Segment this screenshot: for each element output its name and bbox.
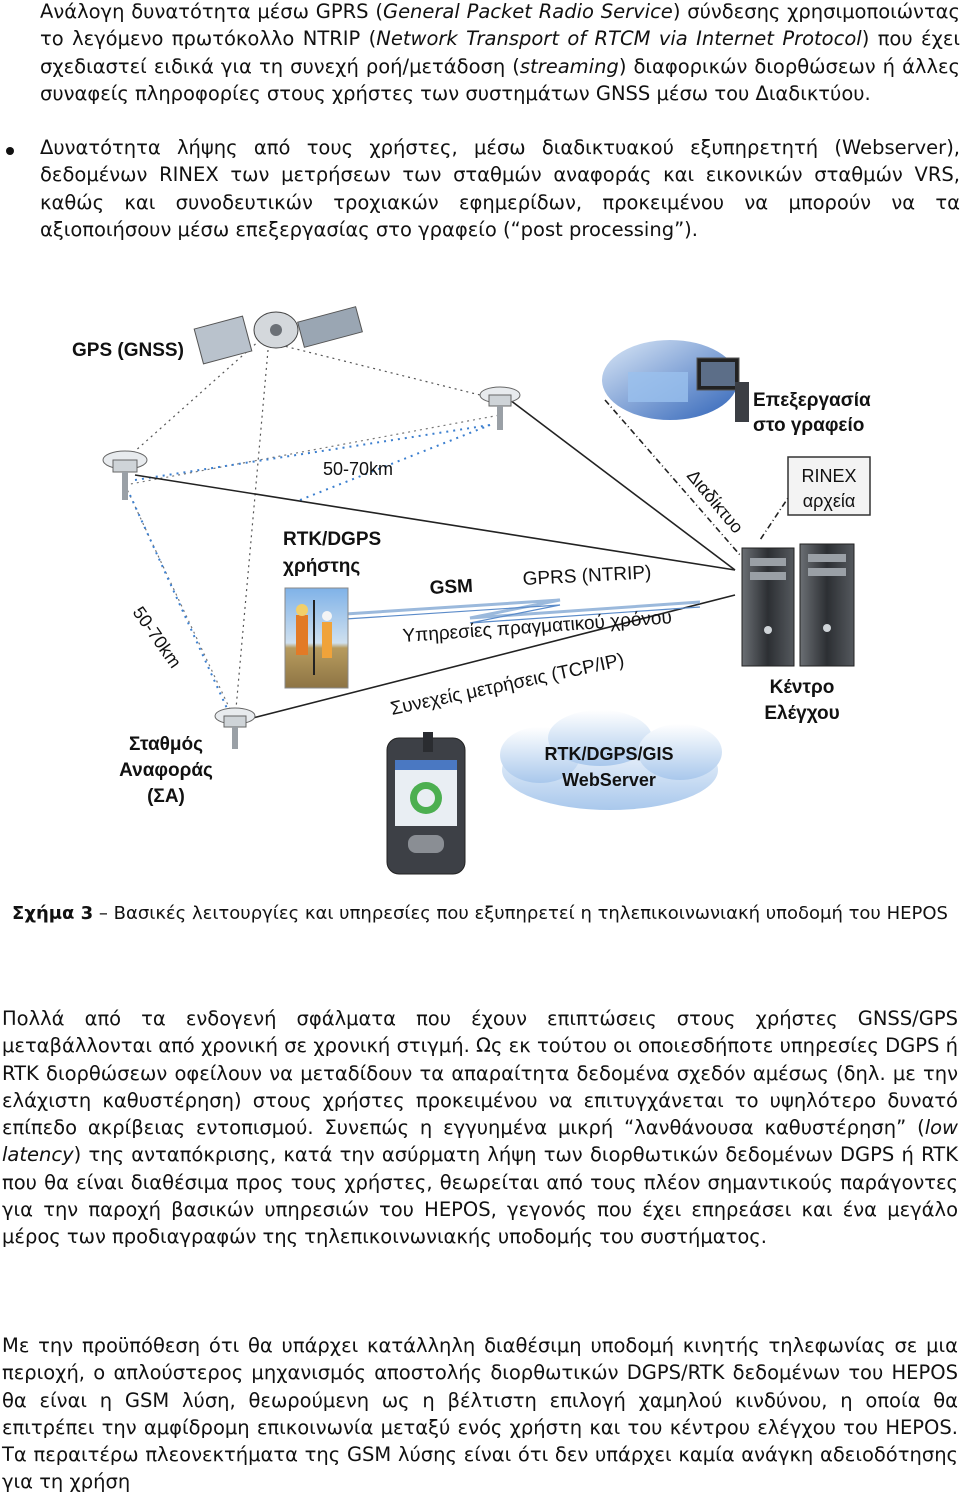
rtk-user-label-2: χρήστης <box>283 556 360 577</box>
wireless-link-inner <box>329 604 701 624</box>
distance-line-left <box>129 494 231 716</box>
paragraph-gsm: Με την προϋπόθεση ότι θα υπάρχει κατάλλη… <box>2 1334 958 1494</box>
pda-icon <box>386 732 466 875</box>
gprs-label: GPRS (NTRIP) <box>522 562 652 590</box>
rinex-label-2: αρχεία <box>803 491 856 511</box>
caption-text: – Βασικές λειτουργίες και υπηρεσίες που … <box>93 903 948 924</box>
gsm-label: GSM <box>429 576 473 599</box>
control-label-1: Κέντρο <box>770 677 835 698</box>
paragraph-latency: Πολλά από τα ενδογενή σφάλματα που έχουν… <box>2 1007 958 1249</box>
hepos-diagram: GPS (GNSS) 50-70km 50-70km RTK/DGPS χρήσ… <box>0 300 960 880</box>
server-icon <box>741 547 795 667</box>
office-label-2: στο γραφείο <box>753 415 864 436</box>
bullet-item-webserver: Δυνατότητα λήψης από τους χρήστες, μέσω … <box>40 136 960 241</box>
office-image <box>602 340 749 422</box>
satellite-links <box>124 339 501 721</box>
continuous-label: Συνεχείς μετρήσεις (TCP/IP) <box>389 650 626 720</box>
rinex-box <box>787 456 871 516</box>
distance-line-top <box>134 424 491 481</box>
webserver-label-1: RTK/DGPS/GIS <box>544 744 673 764</box>
satellite-icon <box>193 306 363 365</box>
field-user-photo <box>284 587 349 689</box>
station-links <box>124 414 501 721</box>
caption-label: Σχήμα 3 <box>12 903 94 924</box>
bullet-item-gprs: Ανάλογη δυνατότητα μέσω GPRS (General Pa… <box>40 0 960 105</box>
rinex-label-1: RINEX <box>801 466 856 486</box>
control-links <box>134 399 801 721</box>
server-icon <box>799 543 855 667</box>
webserver-label-2: WebServer <box>562 770 656 790</box>
diagram-svg: GPS (GNSS) 50-70km 50-70km RTK/DGPS χρήσ… <box>72 306 871 875</box>
rtk-user-label-1: RTK/DGPS <box>283 529 381 550</box>
wireless-link <box>329 598 701 620</box>
bullet-dot <box>6 147 14 155</box>
gps-label: GPS (GNSS) <box>72 340 184 361</box>
antenna-icon <box>479 386 521 430</box>
antenna-icon <box>102 450 148 500</box>
office-label-1: Επεξεργασία <box>753 390 871 411</box>
distance-left-label: 50-70km <box>129 603 186 672</box>
station-label-3: (ΣΑ) <box>147 786 185 807</box>
distance-top-label: 50-70km <box>323 459 393 479</box>
station-label-1: Σταθμός <box>129 734 203 755</box>
control-label-2: Ελέγχου <box>764 703 839 724</box>
antenna-icon <box>214 707 256 749</box>
figure-caption: Σχήμα 3 – Βασικές λειτουργίες και υπηρεσ… <box>0 902 960 926</box>
webserver-cloud <box>500 710 722 810</box>
station-label-2: Αναφοράς <box>119 760 213 781</box>
